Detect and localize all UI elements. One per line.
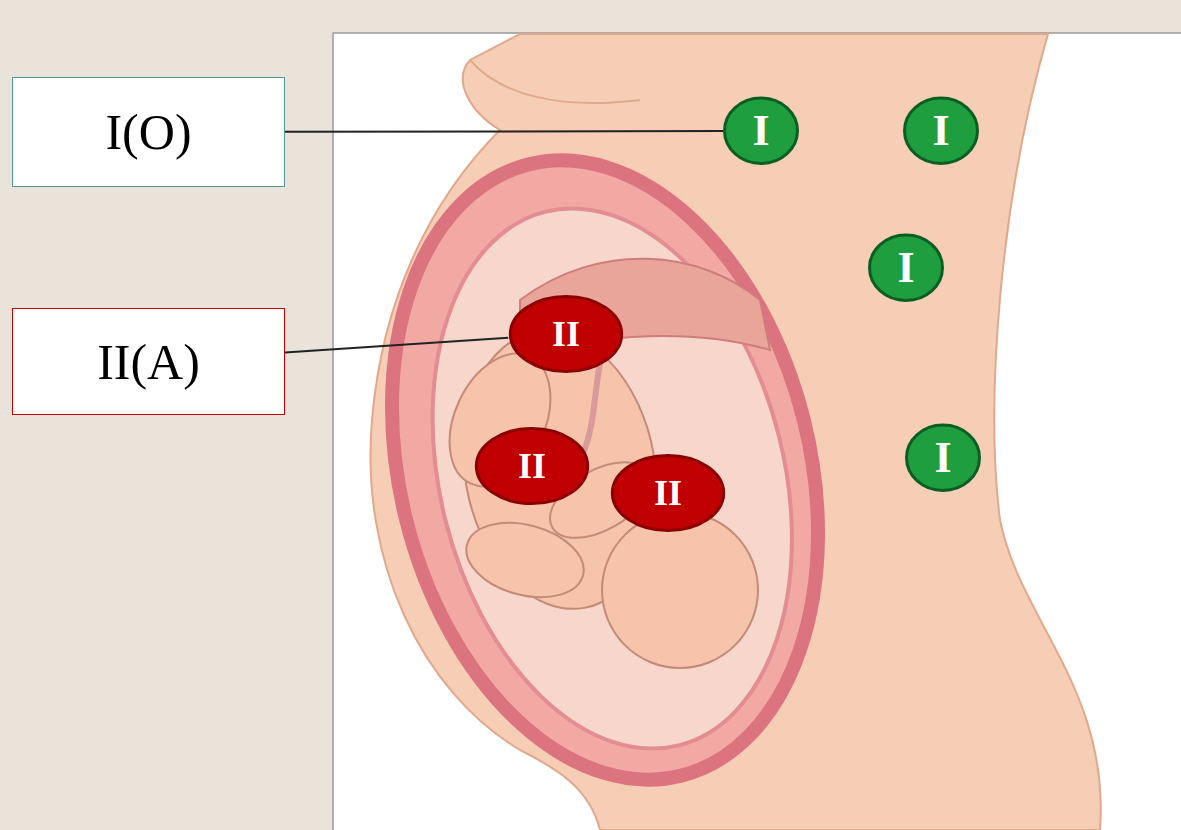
fetus-cell-marker: II bbox=[610, 453, 726, 533]
mother-cell-marker: I bbox=[903, 96, 979, 166]
marker-label: I bbox=[934, 436, 951, 480]
box-label: I(O) bbox=[105, 107, 191, 157]
marker-label: II bbox=[552, 316, 580, 352]
mother-cell-marker: I bbox=[868, 233, 944, 303]
box-label: II(A) bbox=[97, 337, 200, 387]
marker-label: I bbox=[897, 246, 914, 290]
amniotic-cavity bbox=[379, 170, 846, 787]
breast-line bbox=[470, 60, 640, 103]
fetus-cell-marker: II bbox=[474, 426, 590, 506]
body-silhouette bbox=[370, 34, 1100, 830]
leader-line-stroke bbox=[285, 338, 508, 353]
marker-label: I bbox=[932, 109, 949, 153]
blood-type-box: II(A) bbox=[12, 308, 285, 415]
fetus-head bbox=[602, 512, 758, 668]
marker-label: II bbox=[654, 475, 682, 511]
marker-label: II bbox=[518, 448, 546, 484]
uterus-wall bbox=[330, 115, 880, 825]
leader-line-stroke bbox=[285, 130, 723, 133]
fetus-cell-marker: II bbox=[508, 294, 624, 374]
marker-label: I bbox=[752, 109, 769, 153]
fetus-leg bbox=[458, 511, 592, 610]
leader-line bbox=[285, 131, 723, 133]
mother-cell-marker: I bbox=[723, 96, 799, 166]
blood-type-box: I(O) bbox=[12, 77, 285, 187]
mother-cell-marker: I bbox=[905, 423, 981, 493]
leader-line bbox=[285, 338, 508, 353]
